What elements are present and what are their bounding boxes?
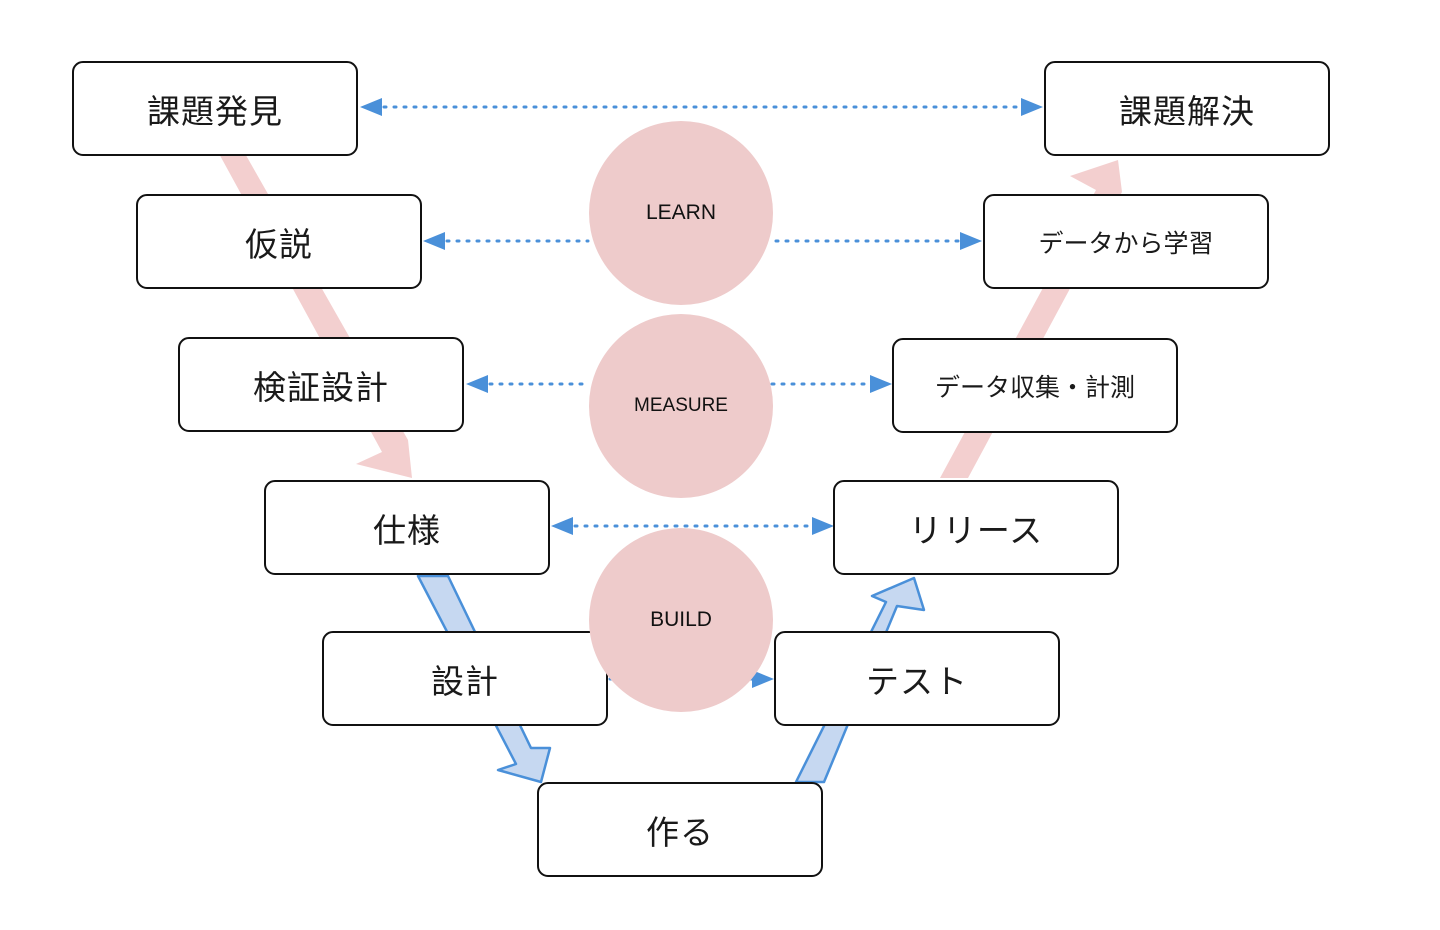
- box-label: 仕様: [373, 510, 441, 550]
- connector-arrowhead: [870, 375, 892, 393]
- box-label: リリース: [908, 510, 1044, 550]
- box-tsukuru: 作る: [537, 782, 823, 877]
- phase-label: BUILD: [650, 608, 712, 631]
- phase-circle-learn: LEARN: [589, 121, 773, 305]
- box-sekkei: 設計: [322, 631, 608, 726]
- phase-label: LEARN: [645, 201, 717, 224]
- box-kasetsu: 仮説: [136, 194, 422, 289]
- box-label: 仮説: [245, 224, 313, 264]
- box-label: データから学習: [1038, 228, 1214, 258]
- connector-arrowhead: [551, 517, 573, 535]
- connector-arrowhead: [360, 98, 382, 116]
- connector-arrowhead: [812, 517, 834, 535]
- box-kadai-hakken: 課題発見: [72, 61, 358, 156]
- connector-arrowhead: [960, 232, 982, 250]
- box-label: 課題発見: [147, 91, 283, 131]
- box-label: データ収集・計測: [934, 372, 1135, 402]
- box-label: 作る: [646, 812, 714, 852]
- box-test: テスト: [774, 631, 1060, 726]
- connector-arrowhead: [423, 232, 445, 250]
- phase-circle-measure: MEASURE: [589, 314, 773, 498]
- box-kensho-sekkei: 検証設計: [178, 337, 464, 432]
- box-release: リリース: [833, 480, 1119, 575]
- connector-arrowhead: [1021, 98, 1043, 116]
- box-kadai-kaiketsu: 課題解決: [1044, 61, 1330, 156]
- box-label: テスト: [866, 661, 968, 701]
- phase-circle-build: BUILD: [589, 528, 773, 712]
- box-data-collect: データ収集・計測: [892, 338, 1178, 433]
- box-label: 設計: [431, 661, 499, 701]
- phase-label: MEASURE: [634, 395, 728, 416]
- connector-arrowhead: [466, 375, 488, 393]
- box-shiyou: 仕様: [264, 480, 550, 575]
- connector-arrowhead: [752, 670, 774, 688]
- box-label: 検証設計: [253, 367, 389, 407]
- box-data-learn: データから学習: [983, 194, 1269, 289]
- box-label: 課題解決: [1119, 91, 1255, 131]
